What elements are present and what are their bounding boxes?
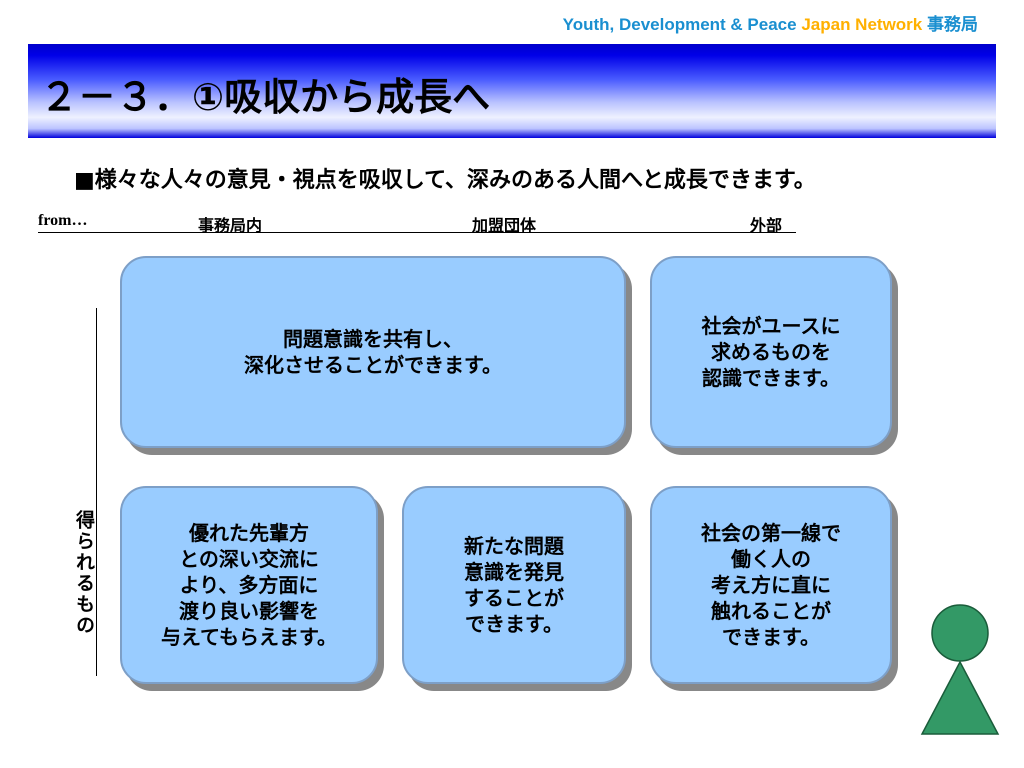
vertical-axis-line [96,308,97,676]
from-label: from… [38,212,88,229]
title-bar [28,44,996,138]
org-name-part2: Japan Network [801,15,923,34]
box-society-needs-text: 社会がユースに 求めるものを 認識できます。 [701,314,841,390]
from-header-row: from… 事務局内 加盟団体 外部 [38,212,796,235]
box-shared-awareness: 問題意識を共有し、 深化させることができます。 [120,256,626,448]
organization-name: Youth, Development & Peace Japan Network… [563,10,978,35]
box-frontline-views-text: 社会の第一線で 働く人の 考え方に直に 触れることが できます。 [701,521,841,649]
org-name-part1: Youth, Development & Peace [562,15,802,34]
person-body [920,660,1000,735]
vertical-axis-label: 得られるもの [73,510,95,636]
box-new-awareness: 新たな問題 意識を発見 することが できます。 [402,486,626,684]
column-header-internal: 事務局内 [198,216,263,235]
person-head [931,604,989,662]
slide-title: ２－３．①吸収から成長へ [40,75,491,119]
person-icon [920,604,1000,735]
box-senior-exchange-text: 優れた先輩方 との深い交流に より、多方面に 渡り良い影響を 与えてもらえます。 [161,521,337,649]
org-name-part3: 事務局 [922,15,978,34]
box-senior-exchange: 優れた先輩方 との深い交流に より、多方面に 渡り良い影響を 与えてもらえます。 [120,486,378,684]
column-header-external: 外部 [750,216,783,235]
box-frontline-views: 社会の第一線で 働く人の 考え方に直に 触れることが できます。 [650,486,892,684]
box-society-needs: 社会がユースに 求めるものを 認識できます。 [650,256,892,448]
box-new-awareness-text: 新たな問題 意識を発見 することが できます。 [464,534,564,636]
box-shared-awareness-text: 問題意識を共有し、 深化させることができます。 [244,327,502,377]
column-header-member-orgs: 加盟団体 [472,216,537,235]
slide-subtitle: ■様々な人々の意見・視点を吸収して、深みのある人間へと成長できます。 [74,168,816,193]
